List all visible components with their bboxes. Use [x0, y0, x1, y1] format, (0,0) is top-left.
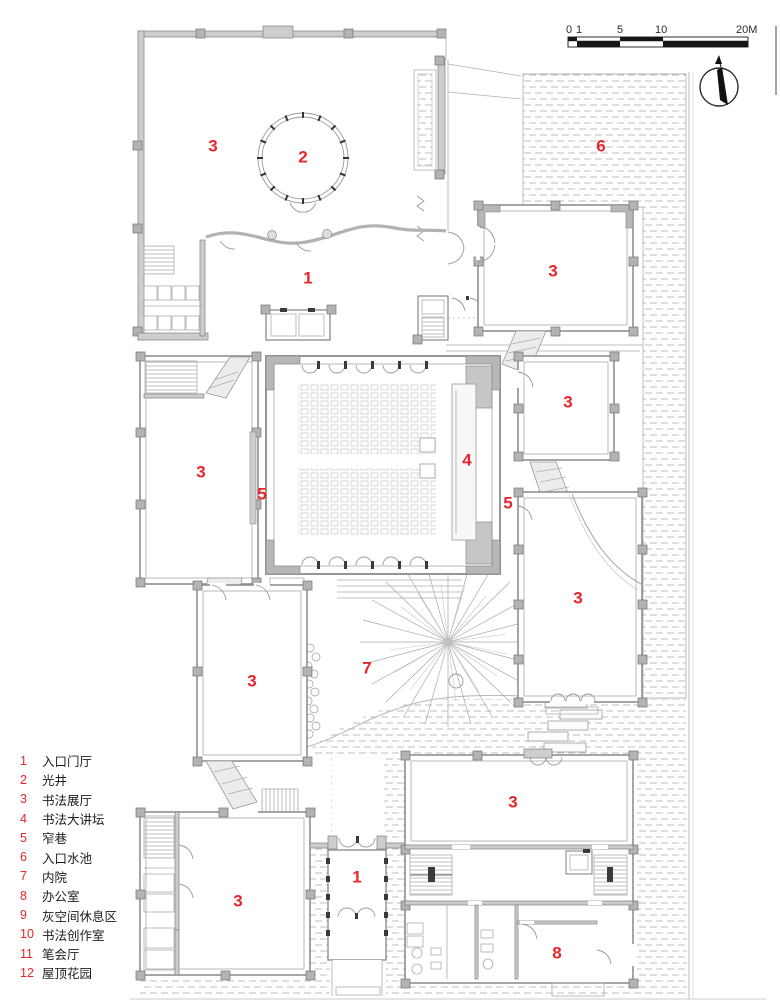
legend-number: 6: [20, 850, 27, 865]
room-label: 1: [303, 268, 313, 288]
room-label: 1: [352, 867, 362, 887]
legend-number: 9: [20, 908, 27, 923]
ground-curve: [299, 694, 522, 750]
scale-tick: 20M: [736, 24, 757, 36]
room-label: 5: [257, 484, 267, 504]
folding-door-icon: [416, 195, 425, 242]
restroom-fixtures: [406, 905, 494, 979]
legend-label: 书法创作室: [42, 928, 105, 943]
legend-item-2: 2 光井: [20, 770, 150, 789]
legend-label: 入口门厅: [42, 755, 93, 770]
scale-tick: 1: [576, 24, 582, 36]
room-label: 3: [196, 462, 206, 482]
legend-number: 1: [20, 753, 27, 768]
stair: [143, 815, 175, 859]
light-well-ring: [257, 112, 349, 213]
legend-number: 10: [20, 927, 34, 942]
legend-label: 灰空间休息区: [42, 909, 118, 924]
lecture-hall: [265, 355, 501, 575]
legend-number: 5: [20, 830, 27, 845]
room-label: 3: [508, 792, 518, 812]
scale-bar: 0 1 5 10 20M: [566, 24, 757, 48]
ramp: [205, 356, 251, 399]
scale-tick: 10: [655, 24, 667, 36]
legend-item-1: 1 入口门厅: [20, 751, 150, 770]
curved-wall: [571, 493, 642, 585]
legend-label: 光井: [42, 774, 68, 789]
exhibition-room-e1: [513, 351, 620, 508]
legend-label: 入口水池: [42, 851, 93, 866]
legend-item-10: 10 书法创作室: [20, 925, 150, 944]
legend: 1 入口门厅 2 光井 3 书法展厅 4 书法大讲坛 5 窄巷 6 入口水池 7 内院 8 办公…: [20, 751, 150, 983]
legend-number: 12: [20, 965, 34, 980]
exhibition-room-e2: [513, 487, 648, 715]
site-boundary: [130, 26, 777, 1000]
legend-item-4: 4 书法大讲坛: [20, 809, 150, 828]
legend-number: 2: [20, 772, 27, 787]
legend-item-8: 8 办公室: [20, 886, 150, 905]
exhibition-room-ne: [473, 200, 639, 375]
exhibition-room-w2: [192, 580, 313, 814]
room-label: 3: [233, 891, 243, 911]
seating-block: [298, 468, 436, 536]
room-label: 4: [462, 450, 472, 470]
north-arrow-icon: [699, 55, 739, 107]
room-label: 6: [596, 136, 606, 156]
room-label: 8: [552, 943, 562, 963]
legend-item-5: 5 窄巷: [20, 828, 150, 847]
legend-label: 书法展厅: [42, 793, 93, 808]
folding-partition-icon: [301, 556, 427, 566]
legend-label: 窄巷: [42, 832, 68, 847]
office-block: [400, 748, 639, 997]
legend-item-6: 6 入口水池: [20, 847, 150, 866]
room-label: 5: [503, 493, 513, 513]
seating-block: [298, 384, 436, 454]
entrance-hall: [309, 757, 407, 996]
exhibition-room-sw: [135, 807, 316, 981]
scale-tick: 5: [617, 24, 623, 36]
room-label: 3: [208, 136, 218, 156]
elevator: [565, 849, 593, 875]
room-label: 2: [298, 147, 308, 167]
legend-item-12: 12 屋顶花园: [20, 963, 150, 982]
legend-label: 笔会厅: [42, 948, 80, 963]
room-label: 7: [362, 658, 372, 678]
legend-item-3: 3 书法展厅: [20, 790, 150, 809]
restroom-stalls: [143, 285, 205, 331]
curved-wall: [205, 224, 447, 245]
legend-number: 4: [20, 811, 27, 826]
elevator-core: [260, 304, 337, 341]
legend-item-9: 9 灰空间休息区: [20, 905, 150, 924]
room-label: 3: [548, 261, 558, 281]
legend-number: 3: [20, 792, 27, 807]
stair: [143, 245, 175, 275]
stair-core: [412, 295, 449, 345]
legend-label: 内院: [42, 870, 68, 885]
legend-label: 办公室: [42, 890, 80, 905]
room-label: 3: [563, 392, 573, 412]
folding-partition-icon: [301, 364, 427, 374]
north-exhibition-block: [132, 25, 522, 345]
room-label: 3: [573, 588, 583, 608]
tree-trunk: [448, 673, 464, 689]
stair: [144, 360, 198, 394]
stair: [261, 788, 299, 814]
legend-label: 书法大讲坛: [42, 813, 105, 828]
ramp: [205, 760, 258, 810]
scale-tick: 0: [566, 24, 572, 36]
legend-label: 屋顶花园: [42, 967, 93, 982]
legend-number: 11: [20, 946, 33, 961]
legend-number: 7: [20, 869, 27, 884]
legend-item-11: 11 笔会厅: [20, 944, 150, 963]
legend-number: 8: [20, 888, 27, 903]
room-label: 3: [247, 671, 257, 691]
legend-item-7: 7 内院: [20, 867, 150, 886]
